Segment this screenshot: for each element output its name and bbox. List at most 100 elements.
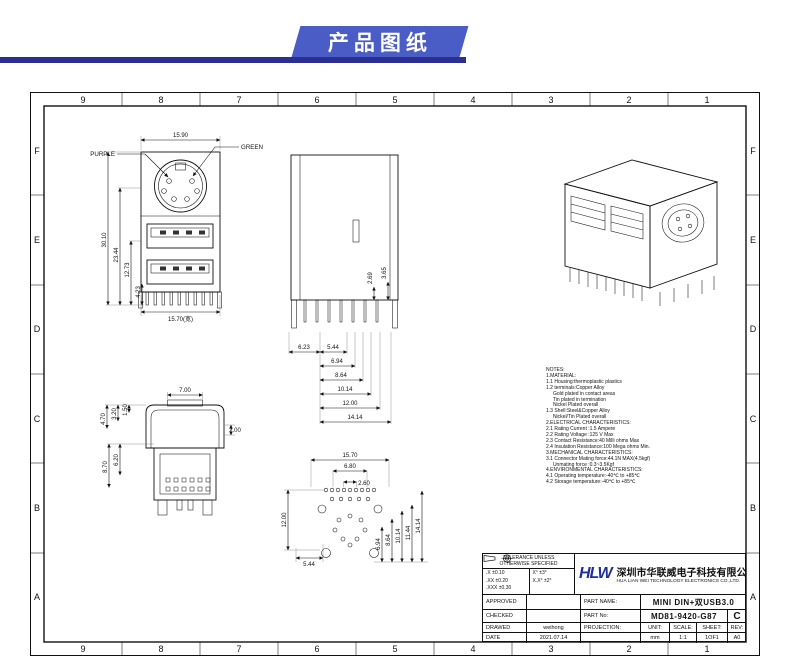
grid-col-label: 3 [548,95,553,105]
banner-title: 产品图纸 [328,31,432,55]
grid-col-label: 2 [626,644,631,654]
grid-row-label: B [750,503,756,513]
footprint-holes [317,487,383,558]
grid-row-label: A [34,592,40,602]
notes-block: NOTES: 1.MATERIAL: 1.1 Housing:thermopla… [546,367,721,486]
note-line: 4.2 Storage temperature:-40℃ to +85℃ [546,479,636,486]
isometric-view [563,159,719,306]
front-dim-top: 15.90 [173,133,189,139]
date-label: DATE [483,633,527,643]
grid-row-label: C [750,414,757,424]
front-dim-height-3: 12.73 [125,262,131,278]
approved-value [527,595,581,610]
part-no-label: PART No: [581,610,641,623]
rear-dim-upper: 1.50 [123,404,129,416]
rear-dim-right: 2.00 [229,428,241,434]
footprint-view: 15.70 6.80 2.60 12.00 5.44 6.94 8.64 10.… [282,453,428,568]
drawing-sheet: 9 8 7 6 5 4 3 2 1 9 8 7 6 5 4 3 2 1 F E … [30,92,760,656]
grid-row-label: D [750,324,757,334]
front-dim-height-2: 23.44 [114,247,120,263]
side-chain-dim: 8.64 [335,373,347,379]
rear-dim-lower: 8.70 [103,461,109,473]
side-pins [291,299,398,329]
rear-dim-lower: 6.20 [114,454,120,466]
front-dim-bottom: 15.70(宽) [168,315,193,323]
grid-col-label: 7 [236,644,241,654]
usb-port-1 [146,223,214,249]
scale-label: SCALE: [670,623,697,633]
front-view: 15.90 15.70(宽) 30.10 23.44 12.73 4.23 PU… [90,133,263,323]
note-line: 3.1 Connector Mating force:44.1N MAX(4.5… [546,455,651,462]
note-line: 1.1 Housing:thermoplastic plastics [546,378,622,385]
grid-row-label: D [34,324,41,334]
note-line: 1.MATERIAL: [546,372,577,379]
grid-col-label: 5 [392,95,397,105]
company-logo: HLW [579,565,613,582]
note-line: 2.4 Insulation Resistance:100 Mega ohms … [546,443,650,450]
drawing-canvas: 9 8 7 6 5 4 3 2 1 9 8 7 6 5 4 3 2 1 F E … [30,92,760,656]
grid-row-label: F [750,146,756,156]
footprint-chain-dim: 6.94 [376,538,382,550]
sheet-value: 1OF1 [697,633,728,643]
footprint-dim-w1: 15.70 [342,453,358,459]
side-chain-dim: 12.00 [342,401,358,407]
side-dim-v1: 2.69 [368,272,374,284]
date-value: 2021.07.14 [527,633,581,643]
grid-col-label: 6 [314,644,319,654]
grid-row-label: F [34,146,40,156]
usb-port-2 [146,259,214,285]
page-banner: 产品图纸 [291,26,469,57]
drawed-value: weihong [527,623,581,633]
footprint-dim-bottom: 5.44 [303,562,315,568]
grid-row-label: E [750,235,756,245]
company-box: HLW 深圳市华联威电子科技有限公司 HUA LIAN WEI TECHNOLO… [575,554,745,594]
grid-col-label: 6 [314,95,319,105]
front-dim-height-4: 4.23 [136,286,142,298]
rear-legs [157,499,213,516]
side-view: 2.69 3.65 6.23 5.44 6.94 8.64 10.14 12.0… [288,154,399,424]
footprint-chain-dim: 11.44 [406,525,412,540]
note-line: Nickel/Tin Plated overall [546,414,607,421]
part-name-value: MINI DIN+双USB3.0 [641,595,746,610]
note-line: 1.3 Shell:Steel&Copper Alloy [546,408,610,415]
footprint-chain-dim: 10.14 [396,528,402,544]
checked-value [527,610,581,623]
grid-col-label: 8 [158,644,163,654]
footprint-dim-left: 12.00 [282,512,288,528]
grid-col-label: 1 [704,644,709,654]
side-chain-dim: 5.44 [327,345,339,351]
grid-row-label: E [34,235,40,245]
footprint-dim-w3: 2.60 [358,481,370,487]
grid-col-label: 7 [236,95,241,105]
approved-label: APPROVED [483,595,527,610]
sheet-frame [30,92,760,656]
tolerance-box: TOLERANCE UNLESS OTHERWISE SPECIFIED .X … [483,554,575,594]
side-dim-v2: 3.65 [382,267,388,279]
note-line: NOTES: [546,367,565,373]
grid-col-label: 1 [704,95,709,105]
grid-col-label: 4 [470,95,475,105]
side-chain-dim: 14.14 [347,415,363,421]
grid-col-label: 5 [392,644,397,654]
grid-labels-top: 9 8 7 6 5 4 3 2 1 [80,95,709,105]
projection-label: PROJECTION: [581,623,641,633]
part-no-value: MD81-9420-G87 [641,610,728,623]
rear-pin-grid [165,477,211,492]
note-line: 2.2 Rating Voltage :125 V Max [546,431,614,438]
mini-din-shell [154,159,207,213]
note-line: 2.1 Rating Current :1.5 Ampere [546,426,616,433]
rear-view: 7.00 2.00 4.70 3.20 1.50 6.20 8.70 [101,388,241,516]
side-chain-dim: 10.14 [337,387,353,393]
grid-row-label: A [750,592,756,602]
rear-dim-upper: 4.70 [101,413,107,425]
note-line: Nickel Plated overall [546,402,599,409]
grid-col-label: 2 [626,95,631,105]
note-line: 2.3 Contact Resistance:40 Milli ohms Max [546,437,640,444]
iso-usb-opening-2 [610,205,644,240]
grid-col-label: 9 [80,95,85,105]
tolerance-angle-row: X.X° ±2° [532,577,552,584]
company-name-en: HUA LIAN WEI TECHNOLOGY ELECTRONICS CO.,… [616,579,741,584]
grid-row-label: C [34,414,41,424]
usb-contacts [160,230,205,271]
unit-value: mm [641,633,670,643]
